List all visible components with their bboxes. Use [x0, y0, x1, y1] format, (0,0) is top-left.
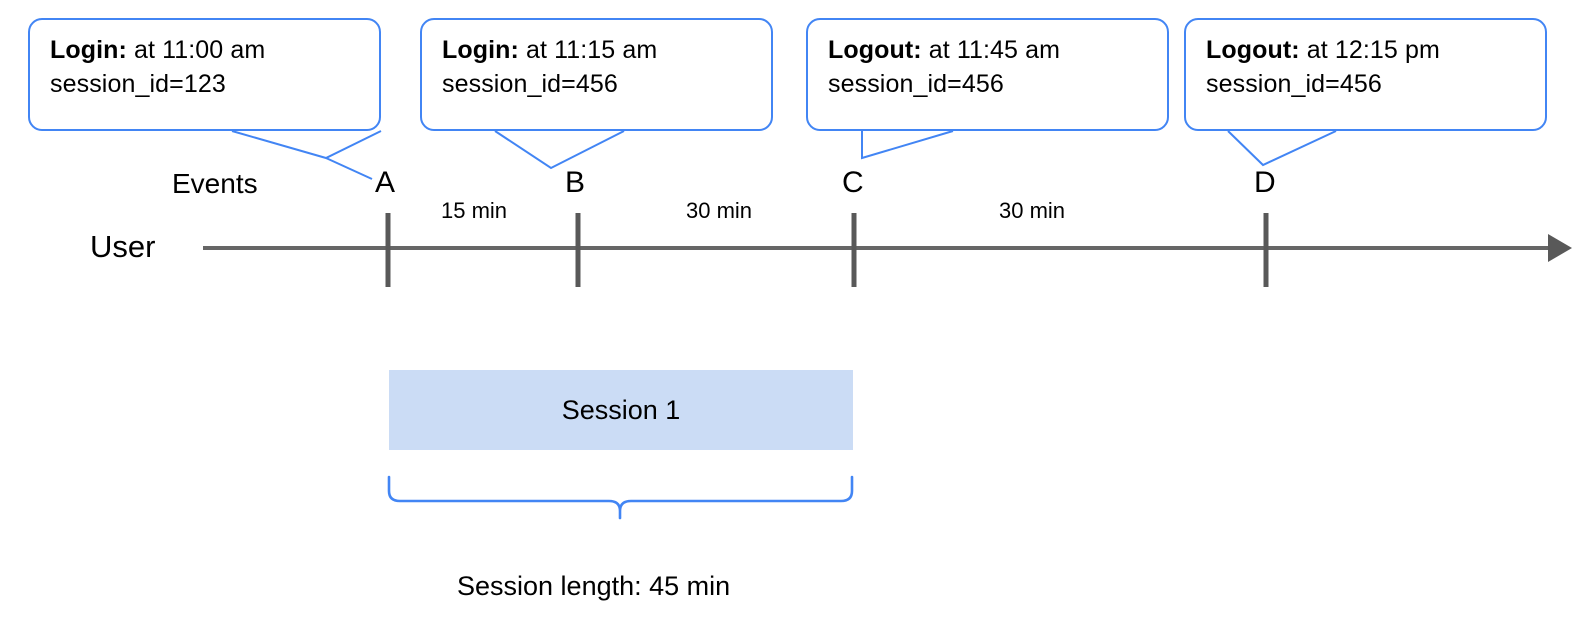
callout-b-lead: Login: — [442, 36, 519, 64]
callout-a-line1: Login: at 11:00 am — [50, 34, 361, 68]
callout-d-time: at 12:15 pm — [1299, 36, 1440, 64]
callout-b-line1: Login: at 11:15 am — [442, 34, 753, 68]
session-brace — [387, 475, 854, 520]
timeline-arrowhead — [1548, 234, 1572, 262]
duration-label-ab: 15 min — [441, 198, 508, 223]
callout-c-detail: session_id=456 — [828, 69, 1004, 98]
callout-b-detail: session_id=456 — [442, 69, 618, 98]
row-label-user: User — [90, 229, 156, 264]
session-bar-1[interactable]: Session 1 — [389, 370, 853, 450]
callout-tail-d — [1227, 130, 1337, 167]
callout-d-detail: session_id=456 — [1206, 69, 1382, 98]
duration-label-cd: 30 min — [999, 198, 1066, 223]
callout-d-lead: Logout: — [1206, 36, 1300, 64]
callout-d-line1: Logout: at 12:15 pm — [1206, 34, 1527, 68]
callout-tail-c — [861, 130, 954, 160]
event-label-b: B — [565, 166, 586, 199]
callout-c-lead: Logout: — [828, 36, 922, 64]
callout-a-time: at 11:00 am — [126, 36, 266, 64]
callout-a[interactable]: Login: at 11:00 am session_id=123 — [28, 18, 381, 131]
callout-tail-b — [494, 130, 625, 170]
callout-tail-a — [231, 130, 382, 160]
session-bar-label: Session 1 — [561, 394, 681, 425]
callout-c-time: at 11:45 am — [921, 36, 1061, 64]
callout-b[interactable]: Login: at 11:15 am session_id=456 — [420, 18, 773, 131]
duration-label-bc: 30 min — [686, 198, 753, 223]
callout-b-time: at 11:15 am — [518, 36, 658, 64]
callout-pointer-a — [325, 157, 373, 180]
event-label-a: A — [375, 166, 396, 199]
callout-c[interactable]: Logout: at 11:45 am session_id=456 — [806, 18, 1169, 131]
callout-a-detail: session_id=123 — [50, 69, 226, 98]
callout-c-line1: Logout: at 11:45 am — [828, 34, 1149, 68]
session-length-caption: Session length: 45 min — [457, 571, 731, 601]
event-label-d: D — [1254, 166, 1276, 199]
callout-a-lead: Login: — [50, 36, 127, 64]
event-label-c: C — [842, 166, 864, 199]
callout-d[interactable]: Logout: at 12:15 pm session_id=456 — [1184, 18, 1547, 131]
row-label-events: Events — [172, 168, 258, 199]
